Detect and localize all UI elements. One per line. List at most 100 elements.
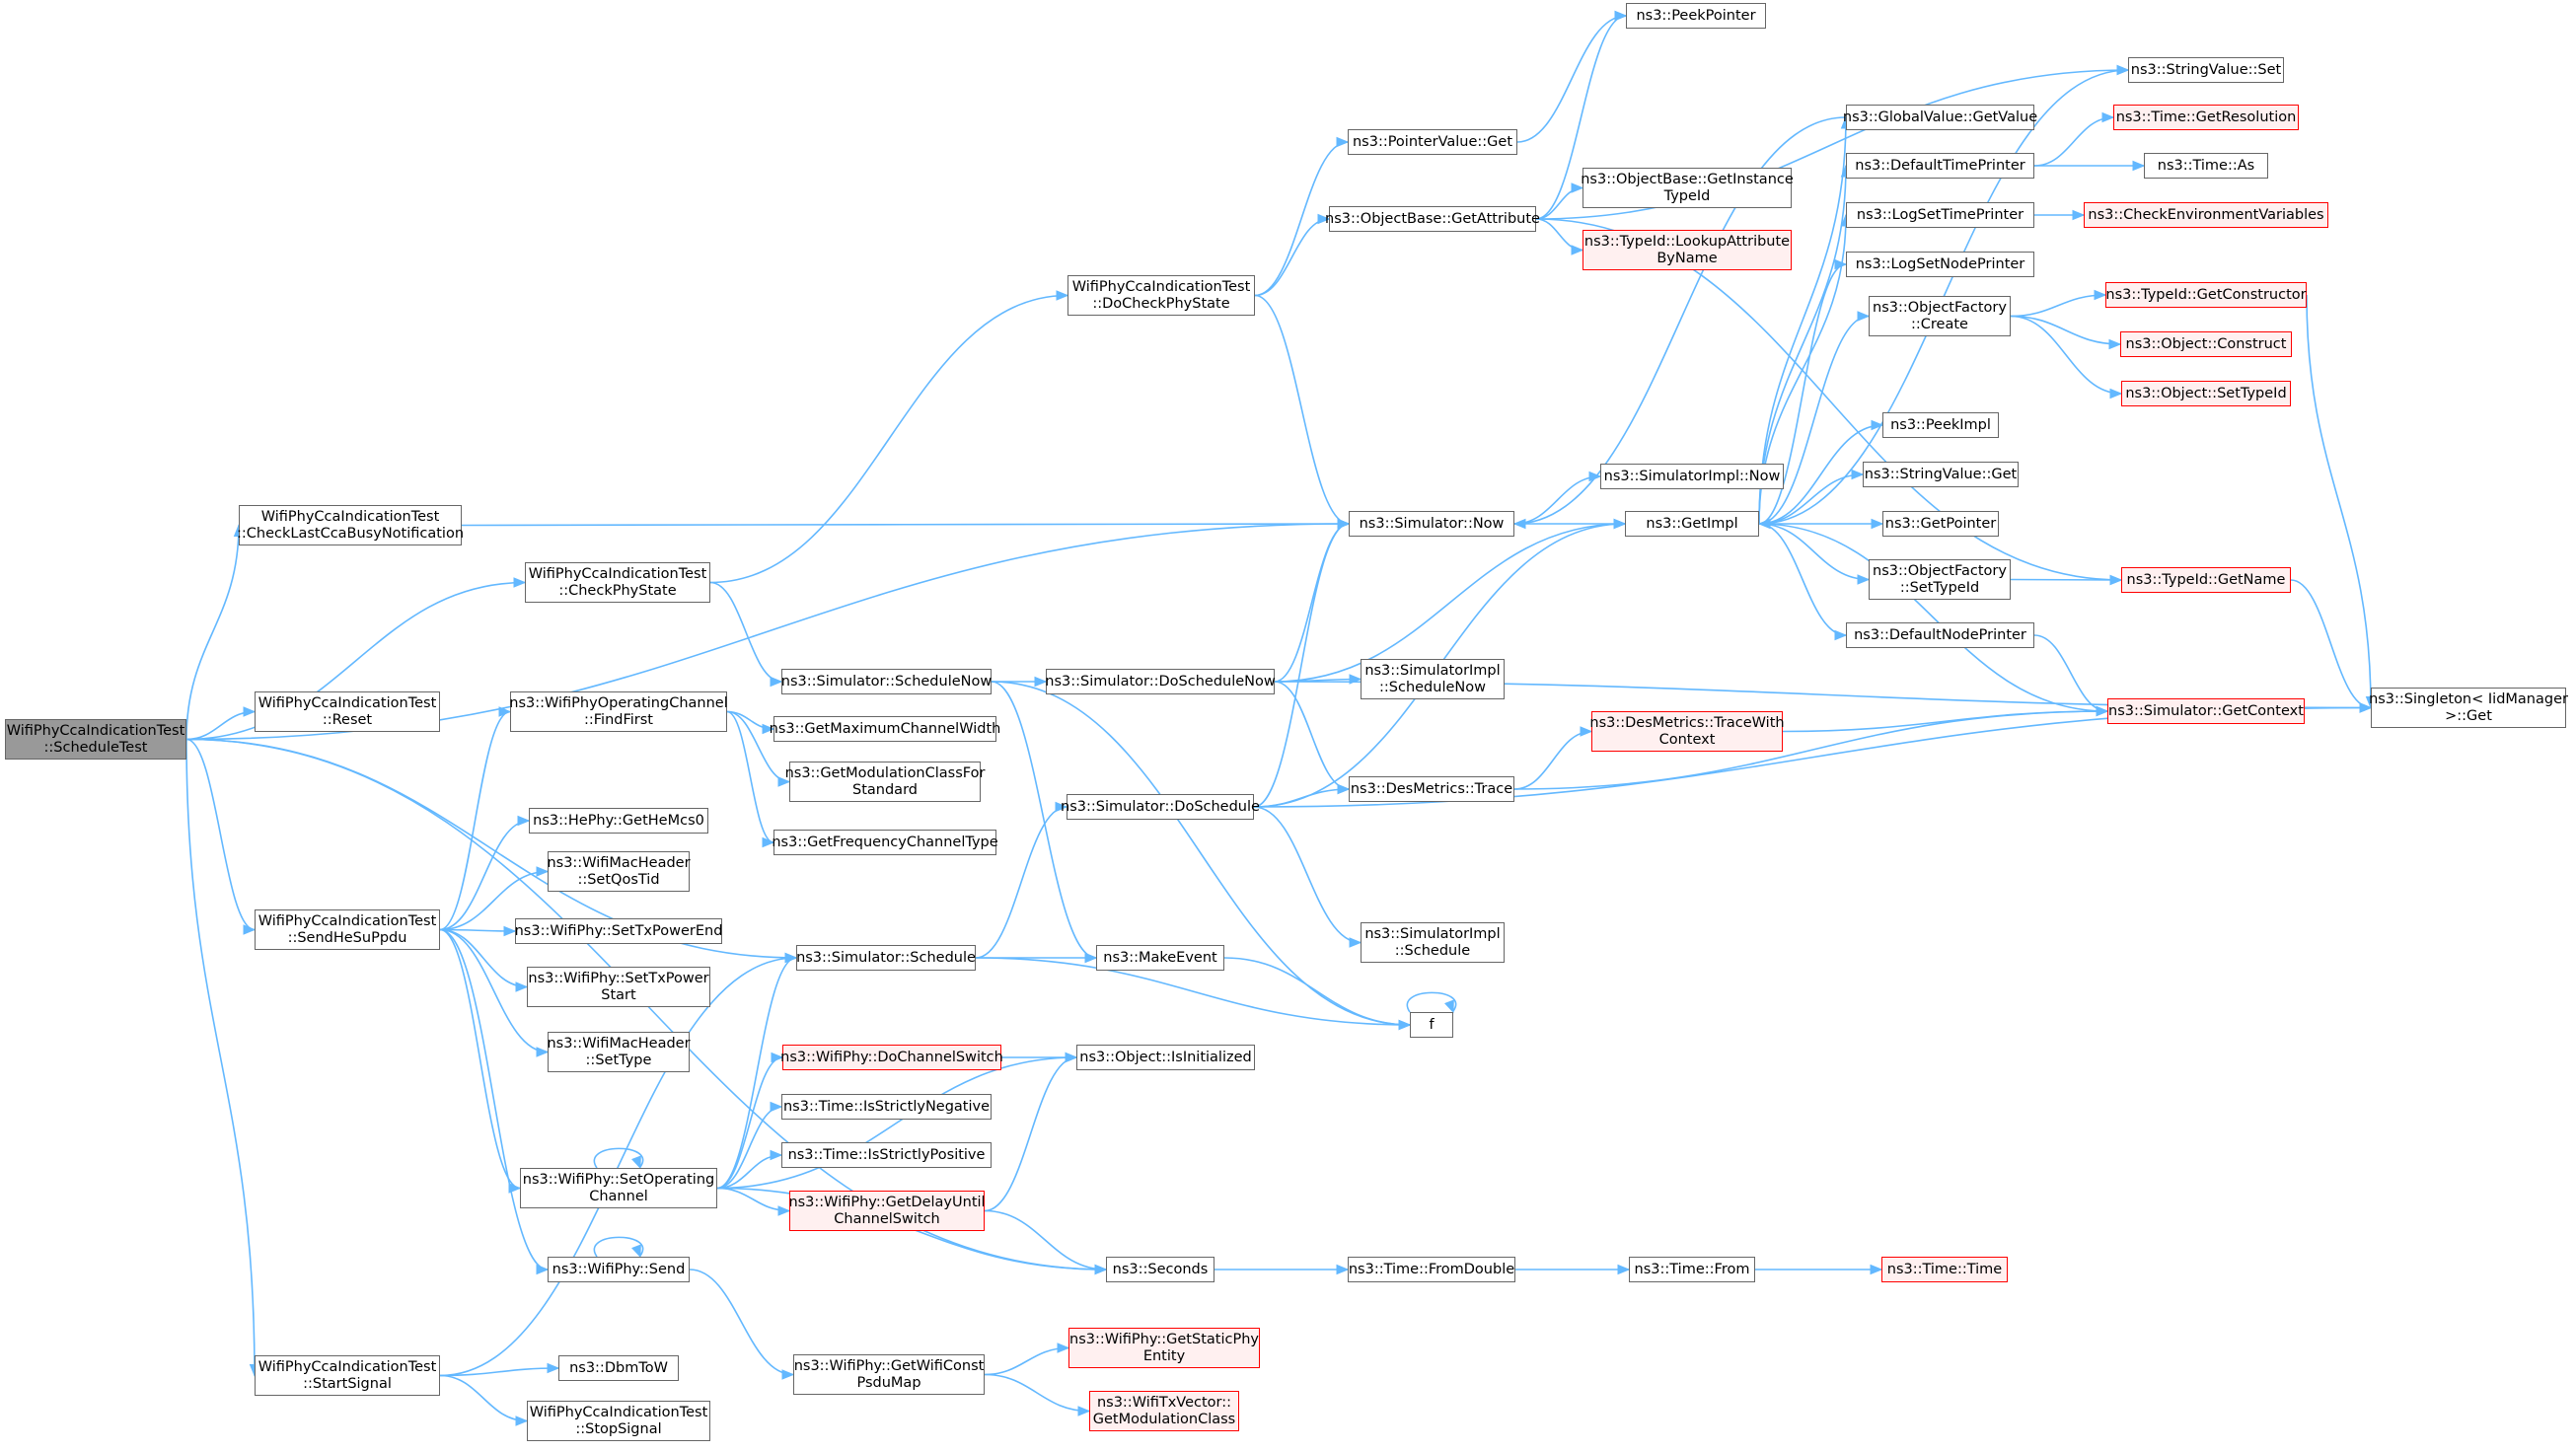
node-wifi-mac-header-set-qos-tid[interactable]: ns3::WifiMacHeader ::SetQosTid xyxy=(547,851,691,892)
node-object-is-initialized[interactable]: ns3::Object::IsInitialized xyxy=(1076,1045,1255,1070)
node-global-value-get-value[interactable]: ns3::GlobalValue::GetValue xyxy=(1843,105,2037,130)
node-he-phy-get-he-mcs0[interactable]: ns3::HePhy::GetHeMcs0 xyxy=(529,808,708,834)
node-time-as[interactable]: ns3::Time::As xyxy=(2144,153,2268,179)
node-object-factory-set-type-id[interactable]: ns3::ObjectFactory ::SetTypeId xyxy=(1869,559,2011,600)
call-edge-n1-to-n32 xyxy=(461,523,1350,527)
node-check-last-cca-busy-notification[interactable]: WifiPhyCcaIndicationTest ::CheckLastCcaB… xyxy=(237,505,464,545)
node-object-factory-create[interactable]: ns3::ObjectFactory ::Create xyxy=(1869,296,2011,336)
node-simulator-impl-now[interactable]: ns3::SimulatorImpl::Now xyxy=(1600,464,1784,489)
call-edge-n51-to-n53 xyxy=(975,957,1411,1026)
call-edge-n34-to-n26-head xyxy=(1871,518,1884,530)
node-string-value-get[interactable]: ns3::StringValue::Get xyxy=(1863,462,2019,487)
node-wifi-phy-get-delay-until-channel-switch[interactable]: ns3::WifiPhy::GetDelayUntil ChannelSwitc… xyxy=(788,1191,986,1231)
node-peek-pointer[interactable]: ns3::PeekPointer xyxy=(1626,3,1766,29)
node-time-time[interactable]: ns3::Time::Time xyxy=(1881,1257,2008,1282)
node-default-time-printer[interactable]: ns3::DefaultTimePrinter xyxy=(1846,153,2034,179)
call-edge-n35-to-n53 xyxy=(991,681,1411,1026)
node-get-impl[interactable]: ns3::GetImpl xyxy=(1625,511,1759,537)
node-log-set-time-printer[interactable]: ns3::LogSetTimePrinter xyxy=(1846,202,2034,228)
call-edge-n6-to-n9-head xyxy=(1317,213,1331,225)
node-dbm-to-w[interactable]: ns3::DbmToW xyxy=(558,1355,679,1381)
node-get-instance-type-id[interactable]: ns3::ObjectBase::GetInstance TypeId xyxy=(1581,168,1794,208)
call-edge-n40-to-n39-head xyxy=(1337,783,1351,795)
node-simulator-schedule-now[interactable]: ns3::Simulator::ScheduleNow xyxy=(781,669,992,694)
node-time-is-strictly-negative[interactable]: ns3::Time::IsStrictlyNegative xyxy=(781,1094,992,1120)
node-time-from[interactable]: ns3::Time::From xyxy=(1629,1257,1755,1282)
call-edge-n35-to-n52 xyxy=(991,681,1097,959)
call-edge-n60-to-n65 xyxy=(689,1269,794,1376)
node-wifi-phy-set-tx-power-end[interactable]: ns3::WifiPhy::SetTxPowerEnd xyxy=(515,918,722,944)
node-object-construct[interactable]: ns3::Object::Construct xyxy=(2120,331,2292,357)
call-edge-n4-to-n42-head xyxy=(498,706,512,717)
node-wifi-phy-do-channel-switch[interactable]: ns3::WifiPhy::DoChannelSwitch xyxy=(780,1045,1003,1070)
call-edge-n4-to-n46 xyxy=(439,820,530,931)
node-simulator-get-context[interactable]: ns3::Simulator::GetContext xyxy=(2107,698,2305,724)
call-edge-n6-to-n9 xyxy=(1254,218,1330,297)
call-edge-n13-to-n32 xyxy=(1513,116,1847,525)
node-get-maximum-channel-width[interactable]: ns3::GetMaximumChannelWidth xyxy=(770,716,1000,742)
node-type-id-get-constructor[interactable]: ns3::TypeId::GetConstructor xyxy=(2105,282,2307,308)
call-edge-n62-to-n63-head xyxy=(1617,1264,1631,1275)
node-simulator-do-schedule[interactable]: ns3::Simulator::DoSchedule xyxy=(1061,794,1260,820)
call-edge-n20-to-n21 xyxy=(2010,294,2106,318)
node-string-value-set[interactable]: ns3::StringValue::Set xyxy=(2128,57,2284,83)
call-edge-n40-to-n32 xyxy=(1253,523,1350,808)
node-des-metrics-trace[interactable]: ns3::DesMetrics::Trace xyxy=(1349,776,1514,802)
node-des-metrics-trace-with-context[interactable]: ns3::DesMetrics::TraceWith Context xyxy=(1589,711,1785,752)
node-seconds[interactable]: ns3::Seconds xyxy=(1106,1257,1214,1282)
node-singleton-iid-manager-get[interactable]: ns3::Singleton< IidManager >::Get xyxy=(2369,688,2568,728)
node-do-check-phy-state[interactable]: WifiPhyCcaIndicationTest ::DoCheckPhySta… xyxy=(1067,275,1255,316)
node-default-node-printer[interactable]: ns3::DefaultNodePrinter xyxy=(1846,622,2034,648)
call-edge-n38-to-n30-head xyxy=(2096,705,2109,717)
node-peek-impl[interactable]: ns3::PeekImpl xyxy=(1882,412,1999,438)
node-time-from-double[interactable]: ns3::Time::FromDouble xyxy=(1348,1257,1515,1282)
node-pointer-value-get[interactable]: ns3::PointerValue::Get xyxy=(1348,129,1517,155)
call-edge-n38-to-n30 xyxy=(1782,710,2108,733)
node-simulator-impl-schedule[interactable]: ns3::SimulatorImpl ::Schedule xyxy=(1361,922,1505,963)
call-edge-n51-to-n40 xyxy=(975,806,1067,959)
node-make-event[interactable]: ns3::MakeEvent xyxy=(1096,945,1224,971)
node-reset[interactable]: WifiPhyCcaIndicationTest ::Reset xyxy=(255,691,440,732)
node-wifi-phy-get-wifi-const-psdu-map[interactable]: ns3::WifiPhy::GetWifiConst PsduMap xyxy=(793,1354,985,1395)
node-check-phy-state[interactable]: WifiPhyCcaIndicationTest ::CheckPhyState xyxy=(525,562,710,603)
call-edge-n6-to-n7-head xyxy=(1336,136,1350,148)
call-edge-n59-to-n61-head xyxy=(1094,1264,1108,1275)
node-object-set-type-id[interactable]: ns3::Object::SetTypeId xyxy=(2121,381,2291,406)
node-simulator-now[interactable]: ns3::Simulator::Now xyxy=(1349,511,1514,537)
node-wifi-phy-get-static-phy-entity[interactable]: ns3::WifiPhy::GetStaticPhy Entity xyxy=(1068,1328,1260,1368)
node-f[interactable]: f xyxy=(1410,1012,1453,1038)
call-edge-n52-to-n53 xyxy=(1223,957,1411,1026)
call-edge-n34-to-n27 xyxy=(1758,523,1870,581)
call-edge-n58-to-n56-head xyxy=(770,1101,783,1113)
call-edge-n51-to-n40-head xyxy=(1055,801,1068,813)
node-start-signal[interactable]: WifiPhyCcaIndicationTest ::StartSignal xyxy=(255,1355,440,1396)
node-wifi-phy-set-tx-power-start[interactable]: ns3::WifiPhy::SetTxPower Start xyxy=(527,967,710,1007)
node-check-environment-variables[interactable]: ns3::CheckEnvironmentVariables xyxy=(2084,202,2328,228)
call-edge-n65-to-n67 xyxy=(984,1373,1090,1413)
node-time-get-resolution[interactable]: ns3::Time::GetResolution xyxy=(2113,105,2299,130)
call-edge-n4-to-n49-head xyxy=(515,981,529,992)
node-simulator-schedule[interactable]: ns3::Simulator::Schedule xyxy=(796,945,976,971)
call-edge-n51-to-n52-head xyxy=(1084,952,1098,964)
node-wifi-phy-send[interactable]: ns3::WifiPhy::Send xyxy=(548,1257,690,1282)
node-wifi-tx-vector-get-modulation-class[interactable]: ns3::WifiTxVector:: GetModulationClass xyxy=(1089,1391,1239,1431)
node-wifi-mac-header-set-type[interactable]: ns3::WifiMacHeader ::SetType xyxy=(547,1032,691,1072)
node-wifi-phy-set-operating-channel[interactable]: ns3::WifiPhy::SetOperating Channel xyxy=(520,1168,717,1208)
node-get-modulation-class-for-standard[interactable]: ns3::GetModulationClassFor Standard xyxy=(785,762,985,802)
node-operating-channel-find-first[interactable]: ns3::WifiPhyOperatingChannel ::FindFirst xyxy=(509,691,728,732)
node-type-id-get-name[interactable]: ns3::TypeId::GetName xyxy=(2121,567,2291,593)
call-edge-n20-to-n22-head xyxy=(2108,338,2122,350)
node-time-is-strictly-positive[interactable]: ns3::Time::IsStrictlyPositive xyxy=(781,1142,992,1168)
call-edge-n0-to-n3-head xyxy=(243,706,257,717)
node-simulator-impl-schedule-now[interactable]: ns3::SimulatorImpl ::ScheduleNow xyxy=(1361,659,1505,699)
node-simulator-do-schedule-now[interactable]: ns3::Simulator::DoScheduleNow xyxy=(1045,669,1276,694)
call-edge-n58-to-n54-head xyxy=(771,1052,784,1063)
node-send-he-su-ppdu[interactable]: WifiPhyCcaIndicationTest ::SendHeSuPpdu xyxy=(255,909,440,950)
node-log-set-node-printer[interactable]: ns3::LogSetNodePrinter xyxy=(1846,252,2034,277)
node-get-frequency-channel-type[interactable]: ns3::GetFrequencyChannelType xyxy=(772,830,998,855)
node-get-pointer[interactable]: ns3::GetPointer xyxy=(1882,511,1999,537)
node-object-base-get-attribute[interactable]: ns3::ObjectBase::GetAttribute xyxy=(1325,206,1540,232)
node-stop-signal[interactable]: WifiPhyCcaIndicationTest ::StopSignal xyxy=(527,1401,710,1441)
call-edge-n36-to-n34 xyxy=(1274,523,1626,683)
node-lookup-attribute-by-name[interactable]: ns3::TypeId::LookupAttribute ByName xyxy=(1582,230,1792,270)
